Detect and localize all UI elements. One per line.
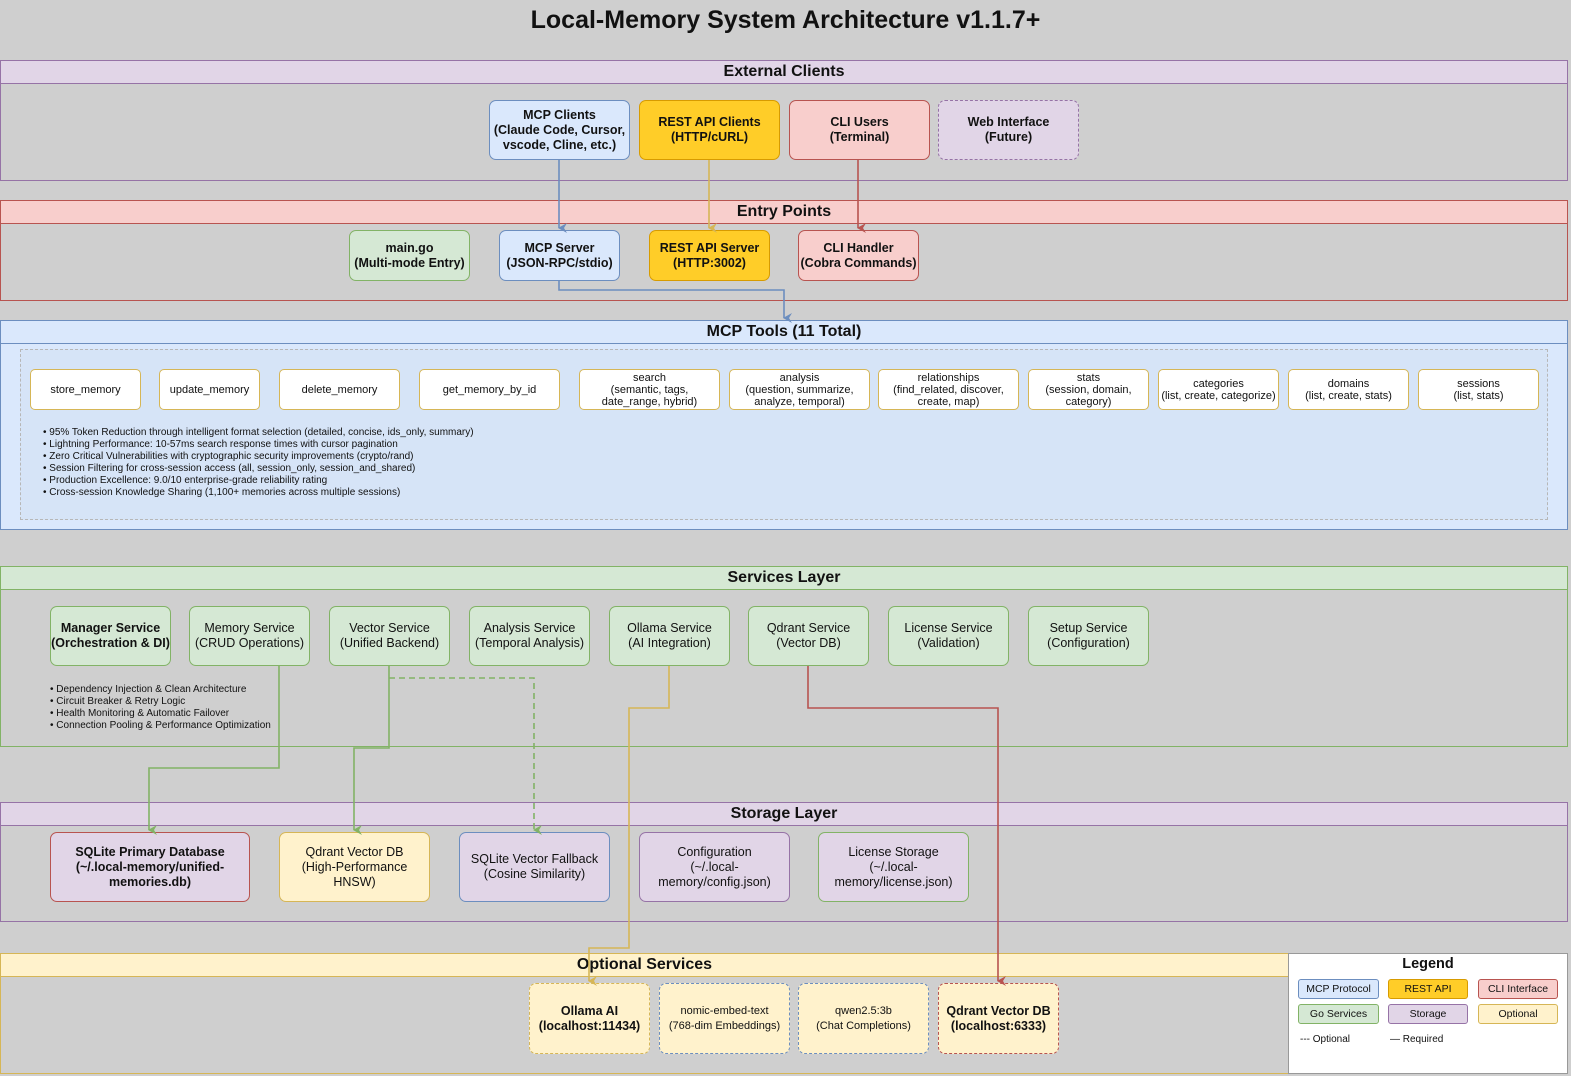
tool-stats[interactable]: stats (session, domain, category) (1028, 369, 1149, 410)
note-item: Zero Critical Vulnerabilities with crypt… (43, 451, 943, 463)
tool-relationships[interactable]: relationships (find_related, discover, c… (878, 369, 1019, 410)
diagram-title: Local-Memory System Architecture v1.1.7+ (530, 6, 1041, 34)
note-item: Connection Pooling & Performance Optimiz… (50, 720, 450, 732)
legend-mcp: MCP Protocol (1298, 979, 1379, 999)
sqlite-primary-box[interactable]: SQLite Primary Database (~/.local-memory… (50, 832, 250, 902)
legend-required-line: — Required (1390, 1034, 1444, 1045)
note-item: Cross-session Knowledge Sharing (1,100+ … (43, 487, 943, 499)
qdrant-vector-db-box[interactable]: Qdrant Vector DB (High-Performance HNSW) (279, 832, 430, 902)
legend-go: Go Services (1298, 1004, 1379, 1024)
tool-store-memory[interactable]: store_memory (30, 369, 141, 410)
services-notes: Dependency Injection & Clean Architectur… (50, 684, 450, 732)
manager-service-box[interactable]: Manager Service (Orchestration & DI) (50, 606, 171, 666)
tool-get-memory-by-id[interactable]: get_memory_by_id (419, 369, 560, 410)
note-item: Lightning Performance: 10-57ms search re… (43, 439, 943, 451)
note-item: 95% Token Reduction through intelligent … (43, 427, 943, 439)
qwen-box[interactable]: qwen2.5:3b (Chat Completions) (798, 983, 929, 1054)
ollama-ai-box[interactable]: Ollama AI (localhost:11434) (529, 983, 650, 1054)
tool-update-memory[interactable]: update_memory (159, 369, 260, 410)
memory-service-box[interactable]: Memory Service (CRUD Operations) (189, 606, 310, 666)
license-storage-box[interactable]: License Storage (~/.local- memory/licens… (818, 832, 969, 902)
legend-optional: Optional (1478, 1004, 1558, 1024)
mcp-clients-box[interactable]: MCP Clients (Claude Code, Cursor, vscode… (489, 100, 630, 160)
analysis-service-box[interactable]: Analysis Service (Temporal Analysis) (469, 606, 590, 666)
mcp-tools-heading: MCP Tools (11 Total) (1, 321, 1567, 344)
note-item: Circuit Breaker & Retry Logic (50, 696, 450, 708)
tool-delete-memory[interactable]: delete_memory (279, 369, 400, 410)
sqlite-vector-fallback-box[interactable]: SQLite Vector Fallback (Cosine Similarit… (459, 832, 610, 902)
ollama-service-box[interactable]: Ollama Service (AI Integration) (609, 606, 730, 666)
storage-layer-heading: Storage Layer (1, 803, 1567, 826)
web-interface-box[interactable]: Web Interface (Future) (938, 100, 1079, 160)
rest-api-clients-box[interactable]: REST API Clients (HTTP/cURL) (639, 100, 780, 160)
optional-services-heading: Optional Services (1, 954, 1288, 977)
external-clients-section: External Clients (0, 60, 1568, 181)
nomic-embed-box[interactable]: nomic-embed-text (768-dim Embeddings) (659, 983, 790, 1054)
external-clients-heading: External Clients (1, 61, 1567, 84)
legend-optional-line: --- Optional (1300, 1034, 1351, 1045)
entry-points-section: Entry Points (0, 200, 1568, 301)
note-item: Session Filtering for cross-session acce… (43, 463, 943, 475)
legend-rest: REST API (1388, 979, 1468, 999)
tool-analysis[interactable]: analysis (question, summarize, analyze, … (729, 369, 870, 410)
note-item: Health Monitoring & Automatic Failover (50, 708, 450, 720)
rest-api-server-box[interactable]: REST API Server (HTTP:3002) (649, 230, 770, 281)
license-service-box[interactable]: License Service (Validation) (888, 606, 1009, 666)
tool-search[interactable]: search (semantic, tags, date_range, hybr… (579, 369, 720, 410)
note-item: Dependency Injection & Clean Architectur… (50, 684, 450, 696)
legend-heading: Legend (1402, 956, 1454, 972)
tool-sessions[interactable]: sessions (list, stats) (1418, 369, 1539, 410)
mcp-tools-notes: 95% Token Reduction through intelligent … (43, 427, 943, 499)
note-item: Production Excellence: 9.0/10 enterprise… (43, 475, 943, 487)
legend-cli: CLI Interface (1478, 979, 1558, 999)
main-go-box[interactable]: main.go (Multi-mode Entry) (349, 230, 470, 281)
cli-users-box[interactable]: CLI Users (Terminal) (789, 100, 930, 160)
cli-handler-box[interactable]: CLI Handler (Cobra Commands) (798, 230, 919, 281)
qdrant-optional-box[interactable]: Qdrant Vector DB (localhost:6333) (938, 983, 1059, 1054)
tool-domains[interactable]: domains (list, create, stats) (1288, 369, 1409, 410)
configuration-box[interactable]: Configuration (~/.local- memory/config.j… (639, 832, 790, 902)
vector-service-box[interactable]: Vector Service (Unified Backend) (329, 606, 450, 666)
services-layer-heading: Services Layer (1, 567, 1567, 590)
mcp-server-box[interactable]: MCP Server (JSON-RPC/stdio) (499, 230, 620, 281)
tool-categories[interactable]: categories (list, create, categorize) (1158, 369, 1279, 410)
qdrant-service-box[interactable]: Qdrant Service (Vector DB) (748, 606, 869, 666)
legend-storage: Storage (1388, 1004, 1468, 1024)
setup-service-box[interactable]: Setup Service (Configuration) (1028, 606, 1149, 666)
entry-points-heading: Entry Points (1, 201, 1567, 224)
